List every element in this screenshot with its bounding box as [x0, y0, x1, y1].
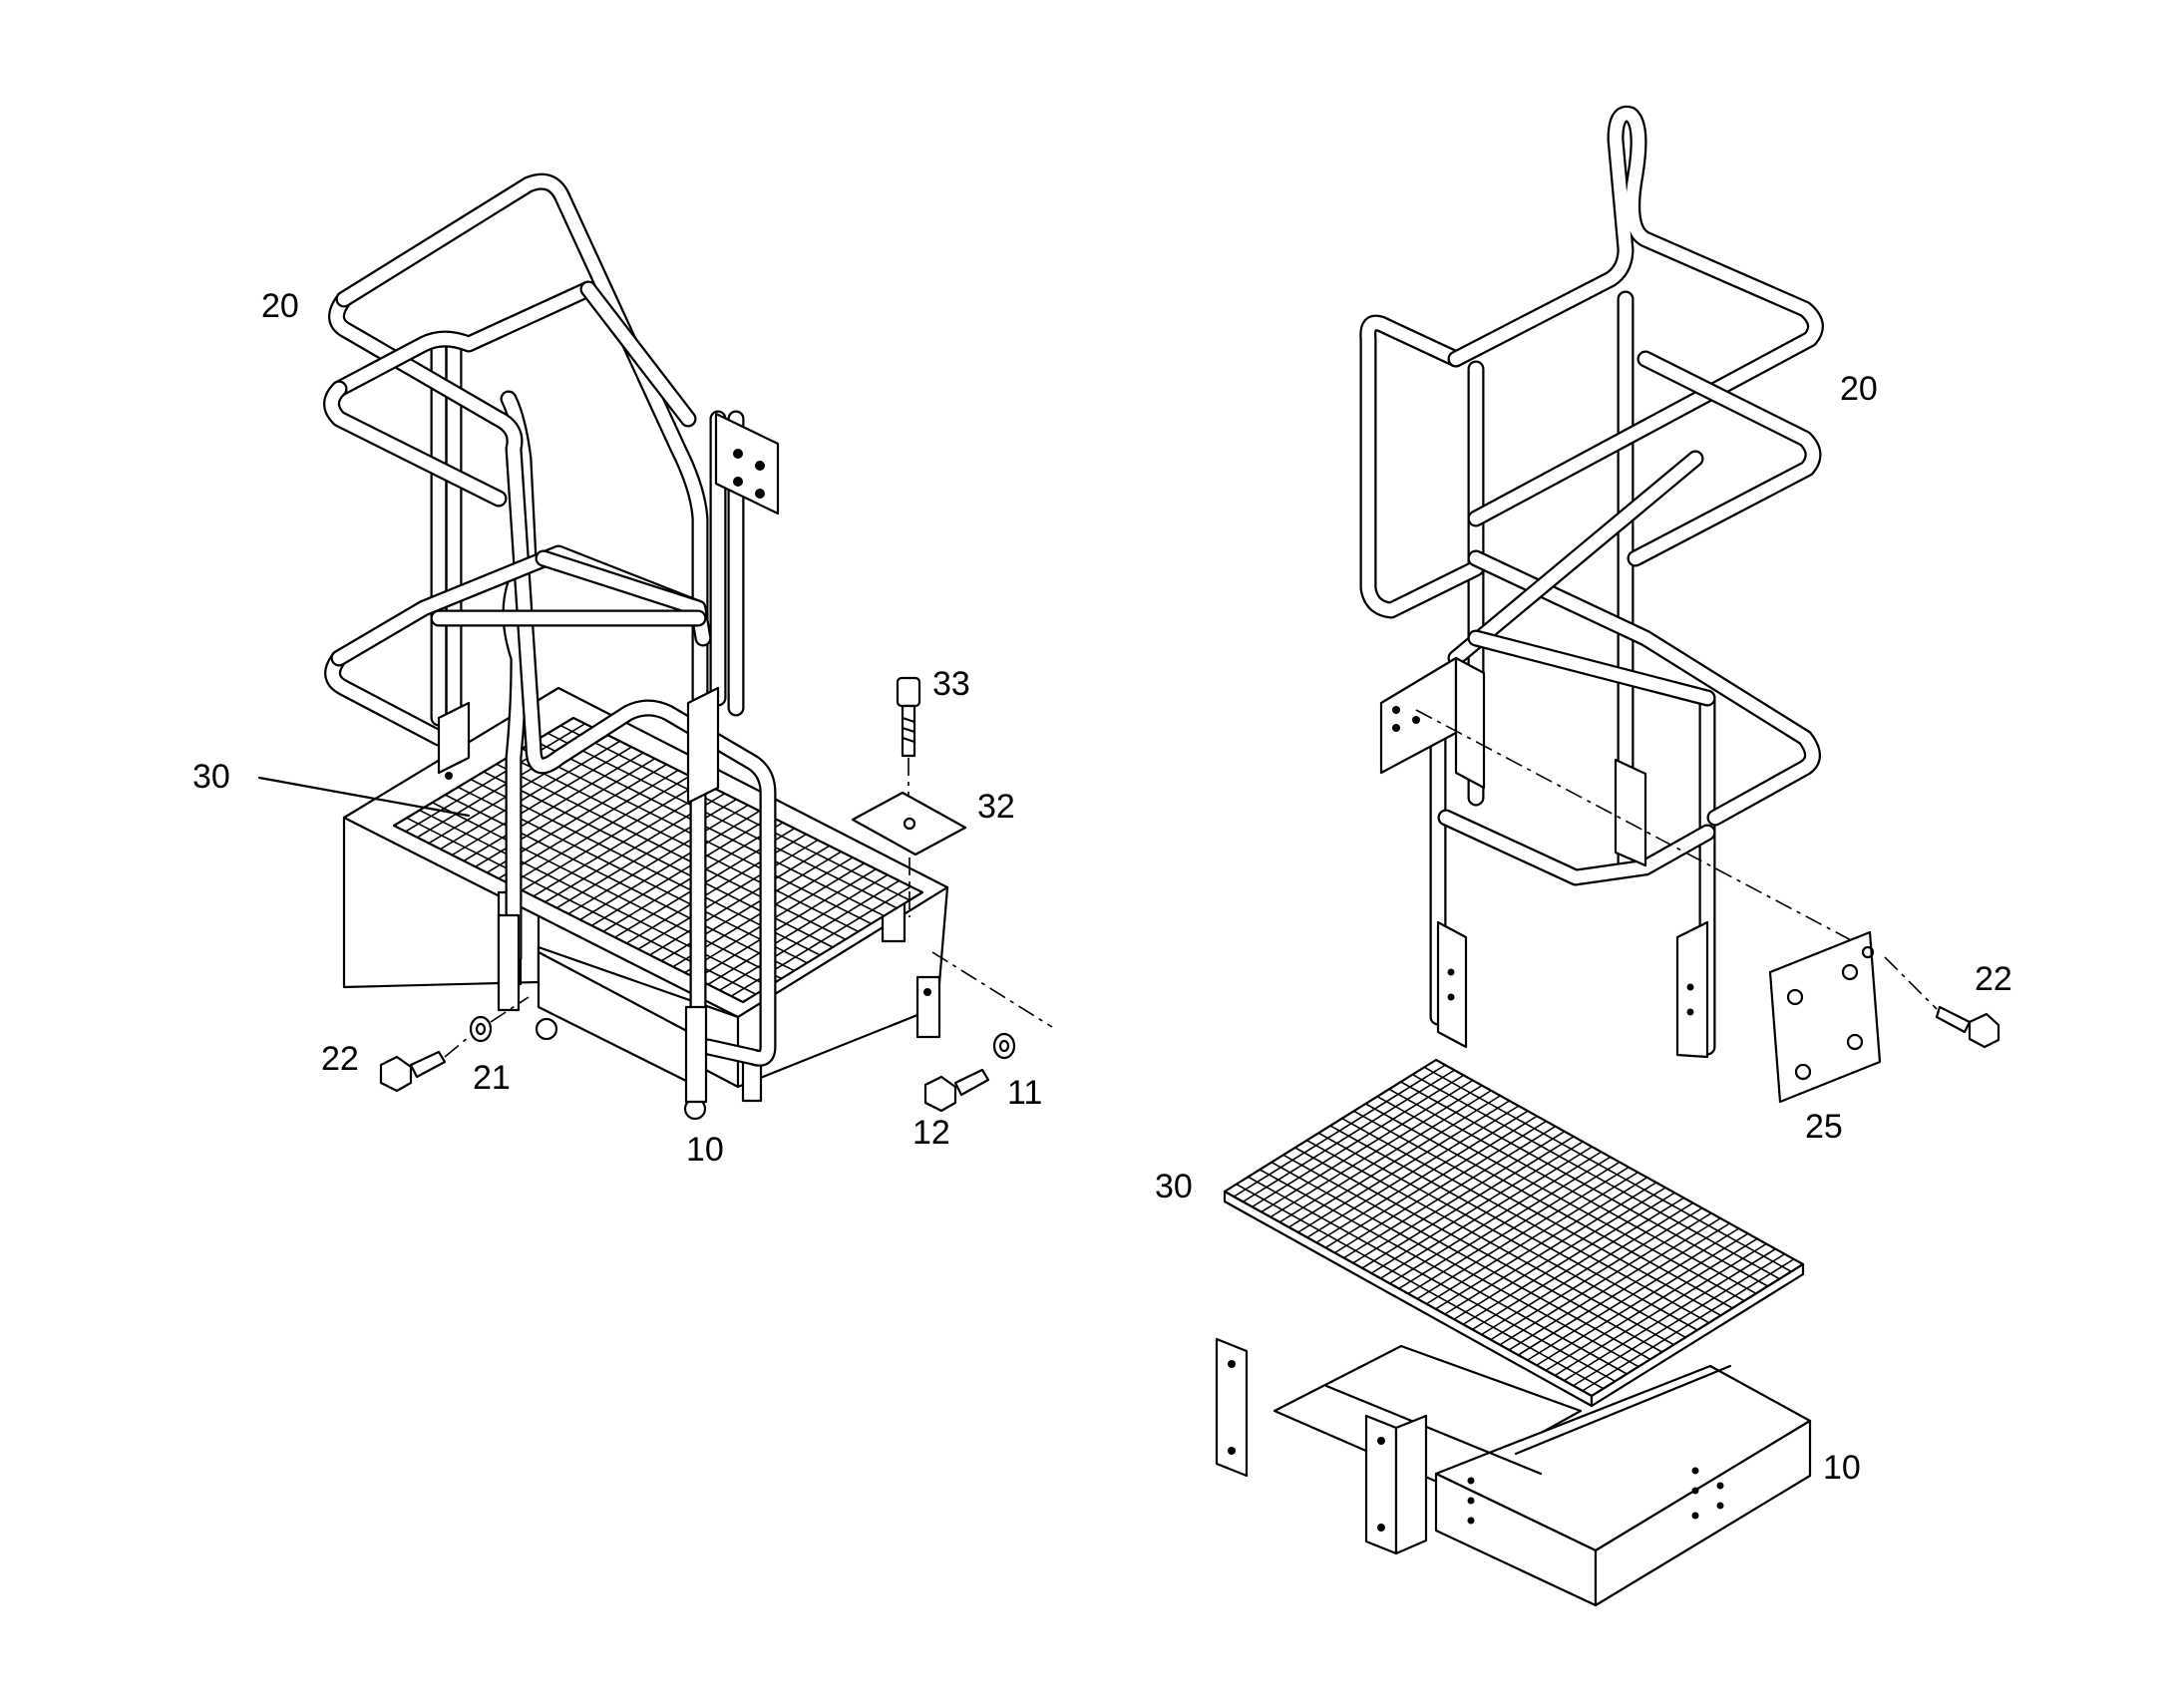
- grating-right-bar: [1416, 1166, 1630, 1300]
- callout-labels: 20 30 33 32 22 21 10 12 11 20 22 25 30 1…: [192, 287, 2012, 1487]
- grating-left-bar: [510, 775, 691, 885]
- callout-30-left: 30: [192, 758, 230, 796]
- grating-left-bar: [405, 723, 586, 833]
- rail-tube-right-inner: [1449, 452, 1702, 665]
- grating-right-bar: [1333, 1120, 1547, 1254]
- callout-21: 21: [473, 1059, 511, 1097]
- callout-12: 12: [912, 1114, 950, 1152]
- grating-right-bar: [1425, 1172, 1638, 1305]
- grating-right-bar: [1545, 1237, 1758, 1372]
- callout-10-right: 10: [1823, 1449, 1861, 1487]
- bolt-22-right: [1884, 956, 2000, 1049]
- grating-right-bar: [1261, 1079, 1474, 1213]
- callout-22-left: 22: [321, 1040, 359, 1078]
- grating-right-bar: [1252, 1074, 1465, 1208]
- grating-right-bar: [1481, 1201, 1694, 1336]
- grating-right-bar: [1242, 1069, 1455, 1202]
- rail-tube-left-inner: [325, 382, 506, 506]
- rail-tube-right-inner: [1469, 631, 1714, 705]
- rail-tube-right-inner: [1629, 352, 1820, 565]
- grating-right-bar: [1517, 1222, 1730, 1356]
- grating-right-bar: [1527, 1227, 1740, 1361]
- grating-30-left: [392, 716, 924, 1004]
- grating-right-bar: [1270, 1084, 1483, 1218]
- callout-25: 25: [1805, 1108, 1843, 1146]
- grating-right-bar: [1536, 1232, 1749, 1366]
- callout-20-left: 20: [261, 287, 299, 325]
- grating-left-bar: [463, 752, 644, 862]
- grating-right-bar: [1233, 1064, 1446, 1197]
- callout-20-right: 20: [1840, 370, 1878, 408]
- grating-right-bar: [1471, 1196, 1684, 1331]
- grating-right-bar: [1499, 1212, 1712, 1346]
- cover-plate-25: [1768, 930, 1882, 1104]
- grating-left-bar: [719, 879, 901, 991]
- grating-right-bar: [1379, 1146, 1593, 1279]
- callout-10-left: 10: [686, 1131, 724, 1169]
- grating-left-bar: [533, 787, 714, 897]
- callout-33: 33: [932, 665, 970, 703]
- right-exploded-view: [1215, 105, 2000, 1607]
- rail-tube-right-inner: [1439, 811, 1714, 884]
- railing-20-left: [323, 172, 780, 1104]
- grating-right-bar: [1435, 1177, 1648, 1310]
- grating-30-right: [1223, 1058, 1805, 1408]
- grating-left-bar: [451, 746, 632, 856]
- rail-tube-right-inner: [1449, 108, 1822, 525]
- callout-32: 32: [977, 788, 1015, 826]
- rail-tube-left-inner: [332, 282, 595, 396]
- washer-21: [469, 996, 530, 1043]
- grating-right-bar: [1287, 1095, 1501, 1228]
- railing-20-right: [1359, 105, 1824, 1059]
- grating-right-bar: [1444, 1182, 1657, 1315]
- rail-tube-right: [1437, 809, 1716, 886]
- callout-11: 11: [1007, 1074, 1042, 1112]
- grating-left-bar: [498, 769, 679, 879]
- grating-right-bar: [1315, 1110, 1529, 1243]
- grating-left-bar: [440, 740, 621, 851]
- grating-right-bar: [1508, 1217, 1721, 1351]
- grating-right-bar: [1582, 1258, 1795, 1392]
- grating-left-bar: [579, 810, 761, 921]
- grating-right-bar: [1343, 1125, 1557, 1259]
- grating-right-bar: [1398, 1156, 1612, 1290]
- grating-left-bar: [637, 839, 819, 950]
- grating-right-bar: [1306, 1105, 1520, 1238]
- grating-right-bar: [1573, 1253, 1786, 1387]
- grating-right-bar: [1361, 1136, 1575, 1269]
- plate-32: [851, 791, 967, 917]
- grating-left-bar: [707, 873, 889, 985]
- grating-right-bar: [1407, 1161, 1621, 1295]
- grating-left-bar: [590, 816, 772, 926]
- rail-tube-left-inner: [330, 292, 775, 1065]
- rail-tube-right-inner: [1469, 551, 1819, 825]
- grating-right-bar: [1389, 1151, 1603, 1284]
- grating-right-bar: [1563, 1247, 1776, 1382]
- rail-tube-left-inner: [581, 282, 695, 426]
- grating-right-bar: [1490, 1206, 1703, 1341]
- grating-right-bar: [1554, 1242, 1767, 1377]
- grating-left-bar: [649, 845, 831, 956]
- grating-left-bar: [695, 867, 877, 980]
- bolt-22-left: [379, 1036, 470, 1093]
- platform-base-10-right: [1215, 1337, 1812, 1607]
- callout-22-right: 22: [1975, 960, 2012, 998]
- grating-right-bar: [1278, 1090, 1492, 1223]
- rail-tube-left-inner: [337, 174, 707, 705]
- grating-right-bar: [1297, 1100, 1511, 1233]
- rail-tube-right-inner: [1361, 316, 1483, 617]
- grating-right-bar: [1462, 1192, 1675, 1325]
- callout-30-right: 30: [1155, 1168, 1193, 1205]
- grating-right-bar: [1370, 1141, 1584, 1274]
- rail-tube-left-inner: [537, 551, 710, 645]
- grating-left-bar: [567, 804, 749, 915]
- washer-11: [931, 951, 1053, 1060]
- bolt-12: [923, 1068, 990, 1113]
- grating-right-bar: [1324, 1115, 1538, 1249]
- left-assembly-view: [257, 172, 1053, 1121]
- grating-left-bar: [521, 781, 702, 891]
- grating-right-bar: [1352, 1131, 1566, 1264]
- grating-right-bar: [1453, 1187, 1666, 1320]
